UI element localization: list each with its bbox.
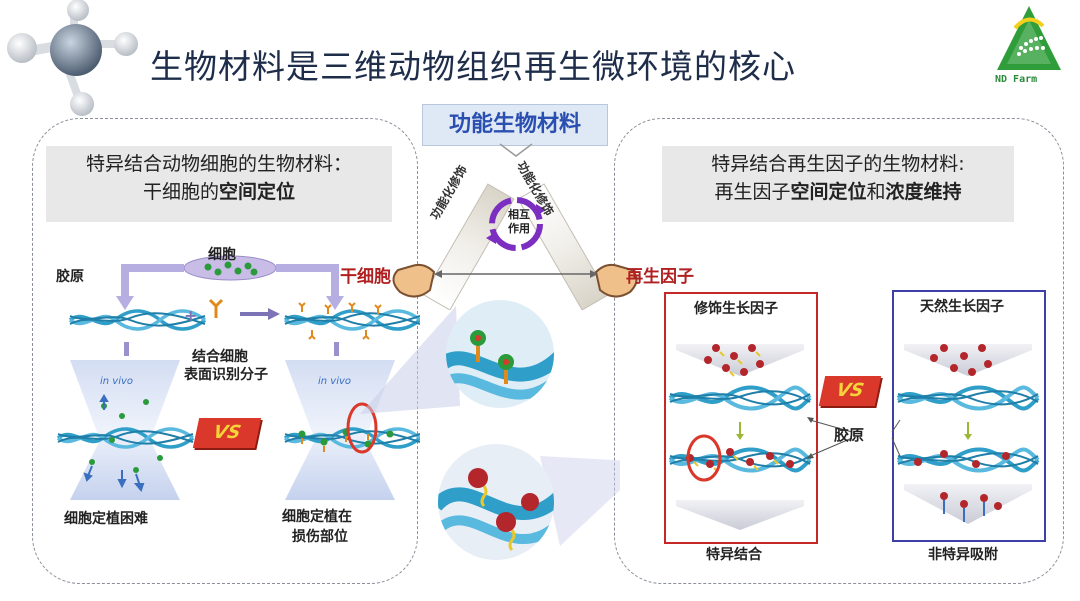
regeneration-factor-label: 再生因子 (626, 262, 694, 287)
right-caption-line1: 特异结合再生因子的生物材料: (662, 150, 1014, 178)
right-caption-bold1: 空间定位 (790, 181, 866, 203)
interaction-line1: 相互 (504, 208, 534, 222)
left-caption-line2: 干细胞的空间定位 (46, 178, 392, 206)
logo-triangle-icon (995, 4, 1063, 74)
molecule-label-1: 结合细胞 (192, 346, 248, 366)
right-caption-bold2: 浓度维持 (886, 181, 962, 203)
left-caption-line2-bold: 空间定位 (219, 181, 295, 203)
right-diagram (664, 292, 1044, 542)
invivo-right: in vivo (318, 376, 351, 387)
right-caption-line2: 再生因子空间定位和浓度维持 (662, 178, 1014, 206)
modified-factor-title: 修饰生长因子 (694, 298, 778, 318)
result-right-2: 损伤部位 (292, 526, 348, 546)
right-caption-mid: 和 (867, 181, 886, 203)
plus-sign: + (184, 306, 197, 325)
collagen-label-left: 胶原 (56, 266, 84, 286)
right-caption-pre: 再生因子 (714, 181, 790, 203)
molecule-icon (0, 0, 140, 120)
logo-text: ND Farm (995, 74, 1037, 85)
left-caption-line1: 特异结合动物细胞的生物材料： (46, 150, 392, 178)
result-right-1: 细胞定植在 (282, 506, 352, 526)
left-caption-line2-pre: 干细胞的 (143, 181, 219, 203)
vs-badge-right: VS (819, 376, 881, 406)
interaction-label: 相互 作用 (504, 208, 534, 236)
molecule-label-2: 表面识别分子 (184, 364, 268, 384)
result-left: 细胞定植困难 (64, 508, 148, 528)
vs-badge-left: VS (193, 418, 261, 448)
interaction-line2: 作用 (504, 222, 534, 236)
zoom-views (360, 296, 620, 596)
stem-cell-label: 干细胞 (340, 262, 391, 287)
left-caption: 特异结合动物细胞的生物材料： 干细胞的空间定位 (46, 146, 392, 222)
invivo-left: in vivo (100, 376, 133, 387)
result-specific-binding: 特异结合 (706, 544, 762, 564)
left-hand-icon (393, 265, 434, 297)
collagen-label-right: 胶原 (834, 424, 864, 445)
cell-label: 细胞 (208, 244, 236, 264)
natural-factor-title: 天然生长因子 (920, 296, 1004, 316)
nd-farm-logo: ND Farm (995, 4, 1063, 88)
result-nonspecific-adsorption: 非特异吸附 (928, 544, 998, 564)
page-title: 生物材料是三维动物组织再生微环境的核心 (150, 40, 796, 88)
right-caption: 特异结合再生因子的生物材料: 再生因子空间定位和浓度维持 (662, 146, 1014, 222)
